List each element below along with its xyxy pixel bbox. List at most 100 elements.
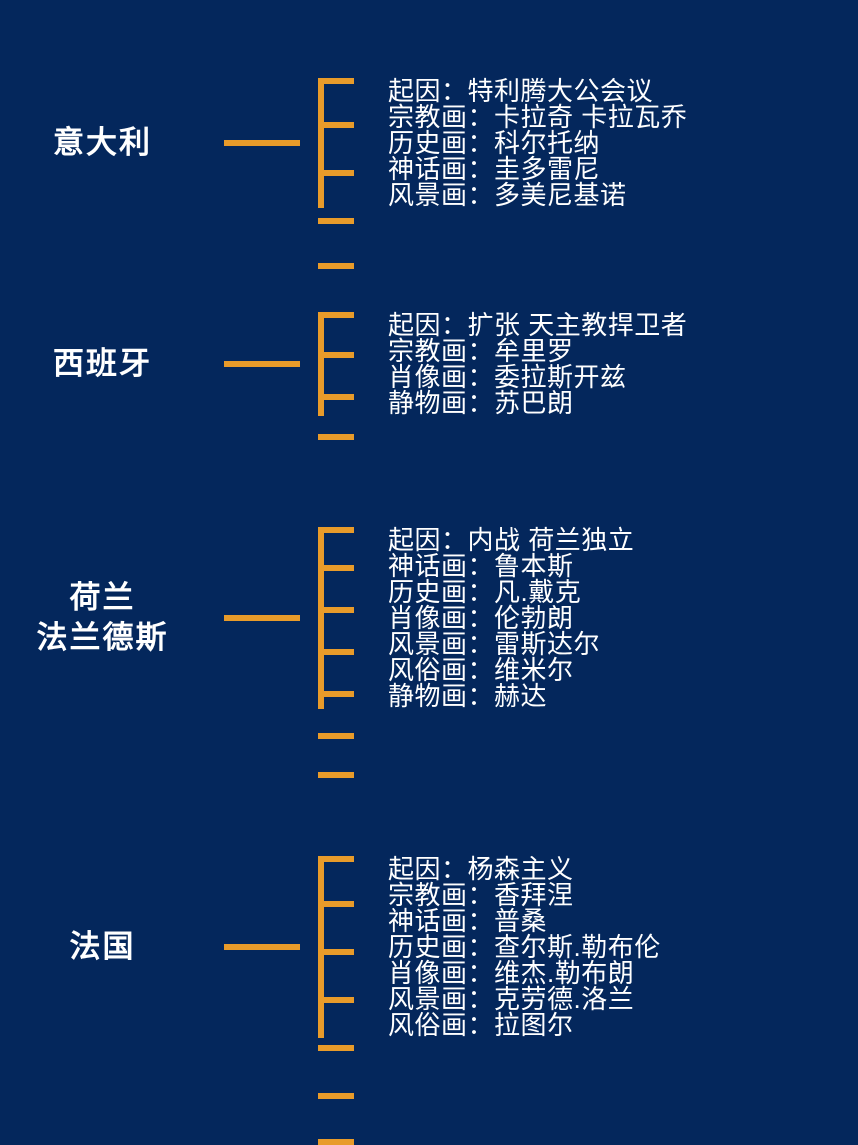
tree-item[interactable]: 静物画：苏巴朗: [388, 390, 858, 416]
item-value: 特利腾大公会议: [467, 75, 654, 106]
tree-item[interactable]: 风俗画：维米尔: [388, 657, 858, 683]
country-group: 西班牙起因：扩张 天主教捍卫者宗教画：牟里罗肖像画：委拉斯开兹静物画：苏巴朗: [0, 300, 858, 440]
item-value: 香拜涅: [494, 879, 574, 910]
bracket-tick: [318, 690, 354, 697]
tree-item[interactable]: 历史画：凡.戴克: [388, 579, 858, 605]
item-separator: ：: [467, 576, 495, 607]
bracket-tick: [318, 526, 354, 533]
connector-dash: [223, 139, 300, 146]
item-value: 凡.戴克: [494, 576, 582, 607]
item-separator: ：: [467, 957, 495, 988]
item-category: 神话画: [388, 153, 468, 184]
item-value: 内战 荷兰独立: [467, 524, 635, 555]
item-category: 宗教画: [388, 879, 468, 910]
country-label[interactable]: 意大利: [0, 123, 205, 163]
item-value: 查尔斯.勒布伦: [494, 931, 661, 962]
country-label[interactable]: 西班牙: [0, 344, 205, 384]
branch: 起因：扩张 天主教捍卫者宗教画：牟里罗肖像画：委拉斯开兹静物画：苏巴朗: [318, 312, 858, 440]
tree-item[interactable]: 静物画：赫达: [388, 683, 858, 709]
country-name-line: 法国: [69, 928, 136, 964]
tree-item[interactable]: 肖像画：伦勃朗: [388, 605, 858, 631]
item-category: 起因: [388, 75, 442, 106]
item-separator: ：: [467, 931, 495, 962]
item-value: 委拉斯开兹: [494, 362, 627, 392]
item-separator: ：: [467, 602, 495, 633]
item-category: 起因: [388, 853, 442, 884]
item-separator: ：: [467, 905, 495, 936]
item-separator: ：: [467, 628, 495, 659]
item-value: 扩张 天主教捍卫者: [467, 310, 688, 340]
country-label[interactable]: 法国: [0, 927, 205, 967]
bracket-tick: [318, 771, 354, 778]
bracket-tick: [318, 1045, 354, 1052]
item-list: 起因：特利腾大公会议宗教画：卡拉奇 卡拉瓦乔历史画：科尔托纳神话画：圭多雷尼风景…: [366, 78, 858, 208]
connector-line: [205, 614, 318, 621]
bracket-spine: [318, 526, 324, 709]
item-category: 起因: [388, 310, 442, 340]
item-value: 普桑: [494, 905, 548, 936]
bracket-tick: [318, 1093, 354, 1100]
item-value: 鲁本斯: [494, 550, 574, 581]
item-value: 科尔托纳: [494, 127, 601, 158]
item-category: 神话画: [388, 550, 468, 581]
connector-dash: [223, 361, 300, 367]
tree-item[interactable]: 宗教画：牟里罗: [388, 338, 858, 364]
tree-item[interactable]: 神话画：普桑: [388, 908, 858, 934]
item-separator: ：: [467, 388, 495, 418]
item-separator: ：: [467, 336, 495, 366]
item-category: 静物画: [388, 680, 468, 711]
connector-line: [205, 361, 318, 367]
item-separator: ：: [441, 75, 468, 106]
bracket-tick: [318, 649, 354, 655]
tree-item[interactable]: 肖像画：维杰.勒布朗: [388, 960, 858, 986]
item-separator: ：: [467, 179, 495, 210]
bracket-tick: [318, 607, 354, 614]
item-category: 历史画: [388, 127, 468, 158]
tree-item[interactable]: 风景画：克劳德.洛兰: [388, 986, 858, 1012]
tree-item[interactable]: 起因：扩张 天主教捍卫者: [388, 312, 858, 338]
item-separator: ：: [467, 983, 495, 1014]
item-value: 伦勃朗: [494, 602, 574, 633]
bracket-icon: [318, 77, 366, 269]
tree-item[interactable]: 起因：内战 荷兰独立: [388, 527, 858, 553]
bracket-icon: [318, 526, 366, 778]
item-separator: ：: [467, 1009, 495, 1040]
bracket-icon: [318, 855, 366, 1145]
tree-item[interactable]: 风景画：雷斯达尔: [388, 631, 858, 657]
item-separator: ：: [441, 853, 468, 884]
item-value: 克劳德.洛兰: [494, 983, 635, 1014]
tree-item[interactable]: 历史画：查尔斯.勒布伦: [388, 934, 858, 960]
country-name-line: 荷兰: [69, 579, 136, 615]
bracket-tick: [318, 900, 354, 907]
branch: 起因：内战 荷兰独立神话画：鲁本斯历史画：凡.戴克肖像画：伦勃朗风景画：雷斯达尔…: [318, 526, 858, 778]
bracket-tick: [318, 732, 354, 739]
item-value: 卡拉奇 卡拉瓦乔: [494, 101, 688, 132]
item-value: 苏巴朗: [494, 388, 574, 418]
tree-item[interactable]: 风景画：多美尼基诺: [388, 182, 858, 208]
item-separator: ：: [441, 310, 468, 340]
item-value: 牟里罗: [494, 336, 574, 366]
tree-item[interactable]: 宗教画：香拜涅: [388, 882, 858, 908]
country-name-line: 意大利: [53, 124, 152, 160]
country-label[interactable]: 荷兰法兰德斯: [0, 578, 205, 657]
tree-item[interactable]: 宗教画：卡拉奇 卡拉瓦乔: [388, 104, 858, 130]
branch: 起因：特利腾大公会议宗教画：卡拉奇 卡拉瓦乔历史画：科尔托纳神话画：圭多雷尼风景…: [318, 77, 858, 269]
tree-item[interactable]: 肖像画：委拉斯开兹: [388, 364, 858, 390]
country-group: 荷兰法兰德斯起因：内战 荷兰独立神话画：鲁本斯历史画：凡.戴克肖像画：伦勃朗风景…: [0, 492, 858, 778]
tree-item[interactable]: 神话画：鲁本斯: [388, 553, 858, 579]
item-category: 历史画: [388, 576, 468, 607]
item-category: 肖像画: [388, 602, 468, 633]
tree-item[interactable]: 神话画：圭多雷尼: [388, 156, 858, 182]
tree-item[interactable]: 起因：特利腾大公会议: [388, 78, 858, 104]
item-value: 维米尔: [494, 654, 574, 685]
tree-item[interactable]: 起因：杨森主义: [388, 856, 858, 882]
item-category: 历史画: [388, 931, 468, 962]
item-category: 风俗画: [388, 1009, 468, 1040]
bracket-tick: [318, 170, 354, 176]
item-separator: ：: [467, 127, 495, 158]
tree-item[interactable]: 风俗画：拉图尔: [388, 1012, 858, 1038]
tree-item[interactable]: 历史画：科尔托纳: [388, 130, 858, 156]
item-category: 风景画: [388, 179, 468, 210]
bracket-spine: [318, 312, 324, 416]
item-separator: ：: [467, 362, 495, 392]
